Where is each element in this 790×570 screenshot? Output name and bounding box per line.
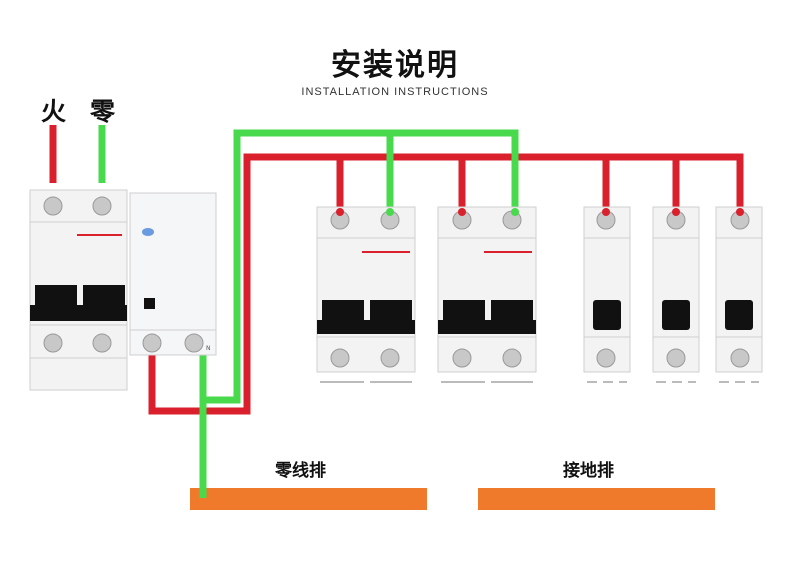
live-feeder-wire — [148, 153, 744, 415]
breaker-1p-3 — [715, 206, 763, 383]
blue-indicator-dot-icon — [142, 228, 154, 236]
screw-terminal-icon — [142, 333, 162, 353]
screw-terminal-icon — [92, 196, 112, 216]
page-title: 安装说明 — [331, 48, 459, 83]
screw-terminal-icon — [452, 348, 472, 368]
neutral-bus-bar — [190, 488, 427, 510]
screw-terminal-icon — [43, 196, 63, 216]
page-subtitle: INSTALLATION INSTRUCTIONS — [301, 86, 489, 98]
neutral-label: 零 — [90, 97, 116, 126]
screw-terminal-icon — [666, 348, 686, 368]
ground-bar-label: 接地排 — [563, 461, 614, 481]
neutral-wire-terminal-dots — [386, 208, 519, 216]
screw-terminal-icon — [380, 348, 400, 368]
screw-terminal-icon — [43, 333, 63, 353]
breaker-2p-1 — [316, 206, 416, 383]
screw-terminal-icon — [92, 333, 112, 353]
breaker-1p-2 — [652, 206, 700, 383]
ground-bus-bar — [478, 488, 715, 510]
live-wires — [49, 125, 744, 415]
neutral-bar-label: 零线排 — [275, 461, 326, 481]
svg-text:N: N — [206, 345, 211, 352]
breaker-handle-icon — [593, 300, 621, 330]
live-label: 火 — [41, 97, 67, 126]
neutral-feeder-wire — [199, 129, 519, 404]
screw-terminal-icon — [330, 348, 350, 368]
live-wire-terminal-dots — [336, 208, 744, 216]
main-breaker — [29, 189, 128, 391]
test-button-icon — [144, 298, 155, 309]
screw-terminal-icon — [730, 348, 750, 368]
breaker-handle-icon — [725, 300, 753, 330]
rcd-module: N — [129, 192, 217, 356]
breaker-2p-2 — [437, 206, 537, 383]
screw-terminal-icon — [502, 348, 522, 368]
breaker-1p-1 — [583, 206, 631, 383]
screw-terminal-icon — [184, 333, 204, 353]
breaker-handle-icon — [662, 300, 690, 330]
screw-terminal-icon — [596, 348, 616, 368]
